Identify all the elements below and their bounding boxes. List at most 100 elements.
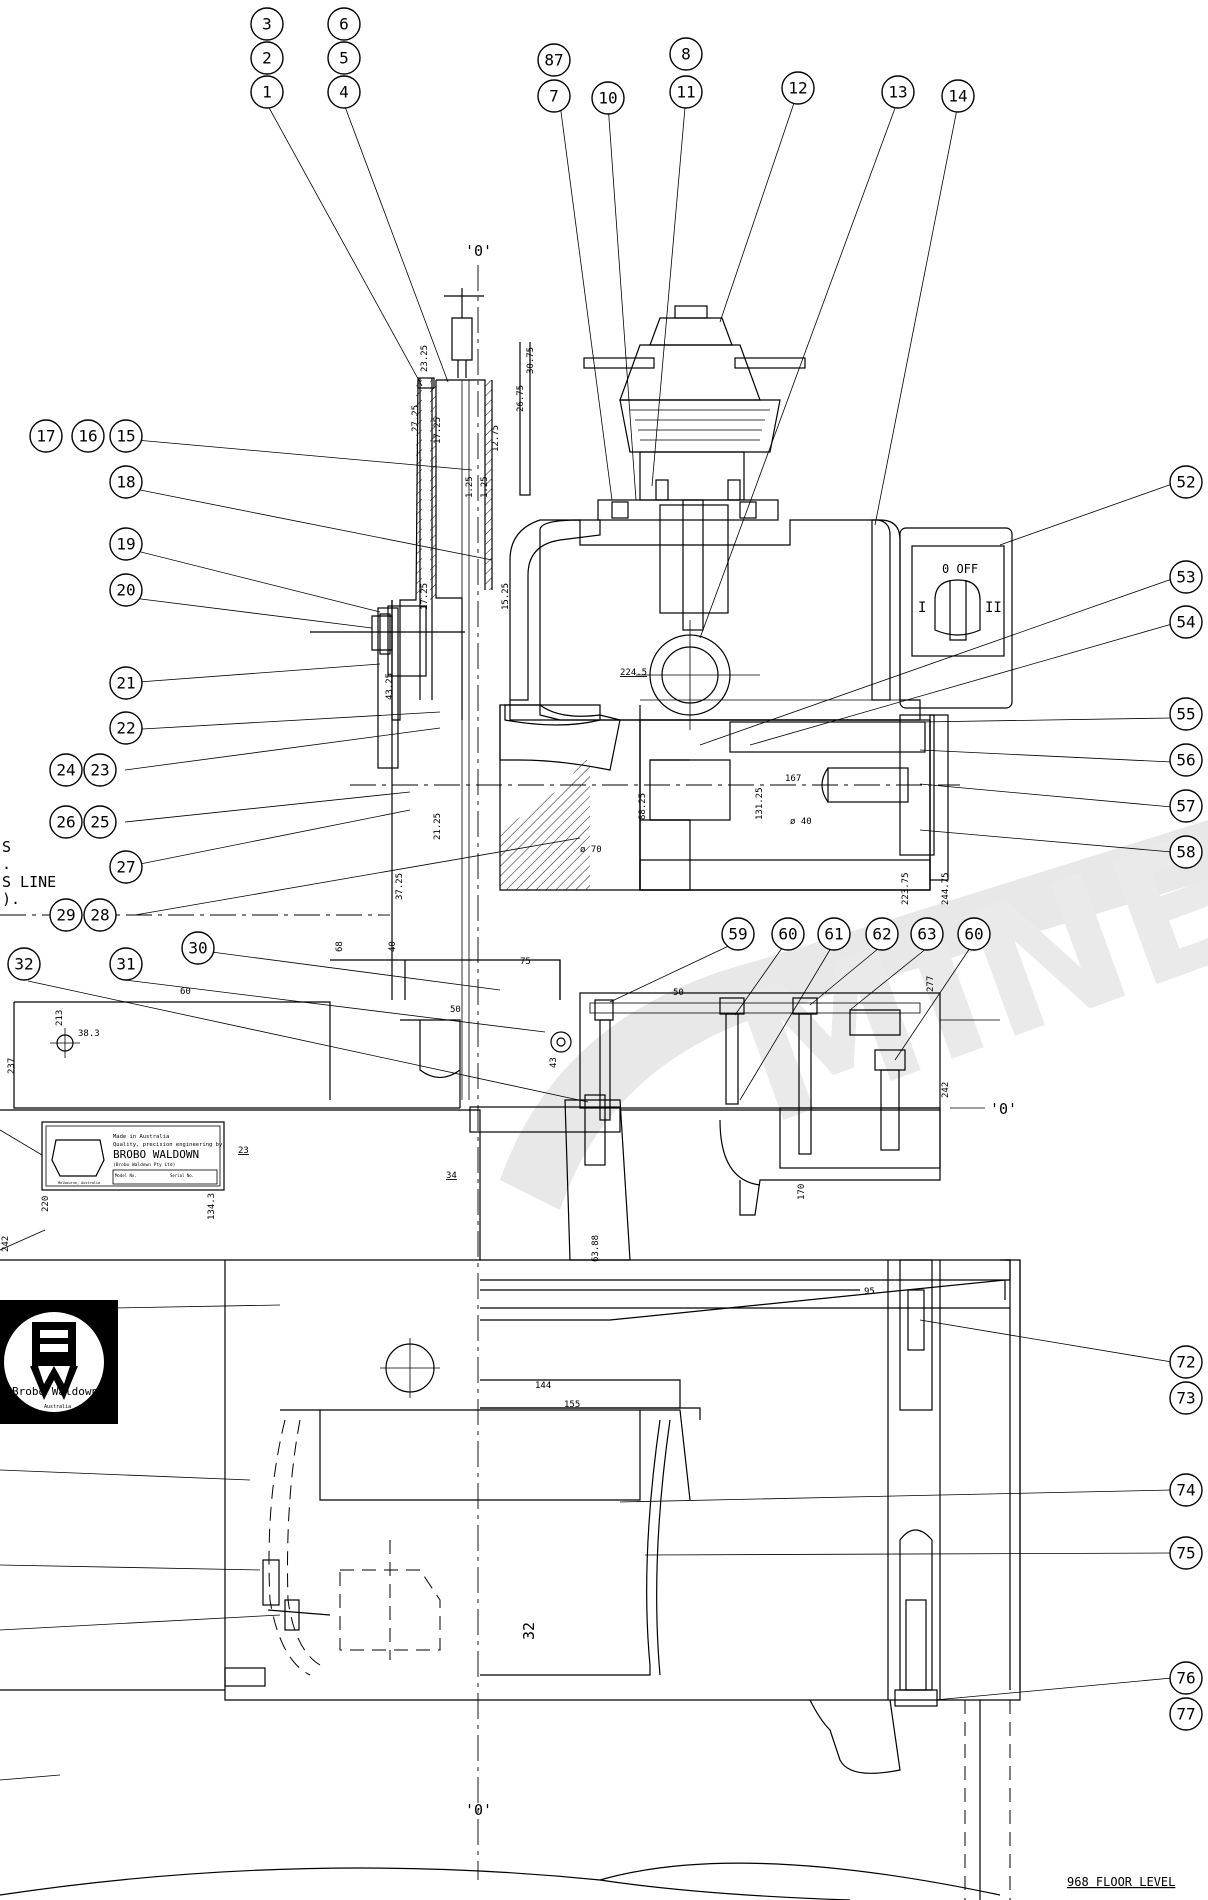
dim-144: 144 (535, 1381, 551, 1391)
nameplate-line4: (Brobo Waldown Pty Ltd) (113, 1162, 175, 1168)
balloon-label: 52 (1176, 473, 1195, 492)
dim-23-25: 23.25 (420, 345, 430, 372)
balloon-label: 8 (681, 45, 691, 64)
balloon-circle (49, 753, 83, 787)
isolator-switch: 0 OFF I II (899, 527, 1013, 709)
callout-balloon-30: 30 (181, 931, 215, 965)
dim-32: 32 (520, 1622, 538, 1640)
balloon-circle (109, 527, 143, 561)
logo-sub: Australia (44, 1404, 71, 1410)
callout-balloon-13: 13 (881, 75, 915, 109)
balloon-label: 77 (1176, 1705, 1195, 1724)
callout-balloon-10: 10 (591, 81, 625, 115)
dim-43: 43 (549, 1057, 559, 1068)
left-note-4: ). (2, 890, 20, 908)
motor-unit (583, 305, 806, 501)
hidden-lines (262, 1419, 441, 1676)
callout-balloon-73: 73 (1169, 1381, 1203, 1415)
dim-155: 155 (564, 1400, 580, 1410)
balloon-label: 58 (1176, 843, 1195, 862)
balloon-circle (109, 666, 143, 700)
balloon-circle (181, 931, 215, 965)
balloon-label: 24 (56, 761, 75, 780)
dim-224-5: 224.5 (620, 668, 647, 678)
dim-38-3: 38.3 (78, 1029, 100, 1039)
balloon-label: 30 (188, 939, 207, 958)
balloon-circle (1169, 465, 1203, 499)
dim-50: 50 (450, 1005, 461, 1015)
balloon-circle (327, 75, 361, 109)
callout-balloon-4: 4 (327, 75, 361, 109)
dim-242b: 242 (941, 1082, 951, 1098)
balloon-circle (1169, 560, 1203, 594)
balloon-circle (109, 419, 143, 453)
dim-213: 213 (55, 1010, 65, 1026)
balloon-circle (669, 37, 703, 71)
callout-balloon-26: 26 (49, 805, 83, 839)
dim-223-75: 223.75 (901, 872, 911, 905)
callout-balloon-87: 87 (537, 43, 571, 77)
balloon-circle (327, 41, 361, 75)
dim-dia70: ø 70 (580, 845, 602, 855)
dim-40: 40 (388, 941, 398, 952)
callout-balloon-31: 31 (109, 947, 143, 981)
nameplate: Made in Australia Quality, precision eng… (41, 1121, 225, 1191)
balloon-label: 10 (598, 89, 617, 108)
balloon-label: 13 (888, 83, 907, 102)
balloon-circle (957, 917, 991, 951)
dim-75: 75 (520, 957, 531, 967)
blade-guard-assembly (377, 288, 531, 1100)
callout-balloon-11: 11 (669, 75, 703, 109)
callout-balloon-5: 5 (327, 41, 361, 75)
balloon-circle (71, 419, 105, 453)
callout-balloon-74: 74 (1169, 1473, 1203, 1507)
balloon-label: 17 (36, 427, 55, 446)
balloon-label: 73 (1176, 1389, 1195, 1408)
balloon-circle (250, 75, 284, 109)
callout-balloon-57: 57 (1169, 789, 1203, 823)
balloon-label: 12 (788, 79, 807, 98)
balloon-label: 62 (872, 925, 891, 944)
switch-pos2: II (985, 600, 1002, 616)
dim-63-88: 63.88 (591, 1235, 601, 1262)
callout-balloon-19: 19 (109, 527, 143, 561)
balloon-label: 72 (1176, 1353, 1195, 1372)
callout-balloon-54: 54 (1169, 605, 1203, 639)
callout-balloon-16: 16 (71, 419, 105, 453)
callout-balloon-56: 56 (1169, 743, 1203, 777)
dim-34: 34 (446, 1171, 457, 1181)
balloon-circle (781, 71, 815, 105)
callout-balloon-25: 25 (83, 805, 117, 839)
callout-balloon-24: 24 (49, 753, 83, 787)
balloon-label: 74 (1176, 1481, 1195, 1500)
balloon-circle (669, 75, 703, 109)
dim-170: 170 (797, 1184, 807, 1200)
dim-dia40: ø 40 (790, 817, 812, 827)
callout-balloon-58: 58 (1169, 835, 1203, 869)
nameplate-line1: Made in Australia (113, 1134, 169, 1140)
dim-12-75: 12.75 (491, 425, 501, 452)
gearbox-housing (509, 499, 921, 730)
balloon-circle (7, 947, 41, 981)
dim-17-25b: 17.25 (420, 583, 430, 610)
balloon-label: 2 (262, 49, 272, 68)
dim-167: 167 (785, 774, 801, 784)
balloon-circle (1169, 697, 1203, 731)
balloon-label: 19 (116, 535, 135, 554)
balloon-circle (941, 79, 975, 113)
balloon-circle (721, 917, 755, 951)
balloon-circle (1169, 1661, 1203, 1695)
leader-lines (0, 95, 1173, 1781)
callout-balloon-22: 22 (109, 711, 143, 745)
dim-26-75: 26.75 (516, 385, 526, 412)
centerline-top-label: '0' (465, 242, 492, 260)
balloon-label: 11 (676, 83, 695, 102)
balloon-label: 60 (964, 925, 983, 944)
balloon-circle (1169, 1697, 1203, 1731)
balloon-circle (1169, 789, 1203, 823)
balloon-label: 21 (116, 674, 135, 693)
balloon-circle (83, 753, 117, 787)
balloon-label: 23 (90, 761, 109, 780)
left-note-1: S (2, 838, 11, 856)
balloon-circle (817, 917, 851, 951)
